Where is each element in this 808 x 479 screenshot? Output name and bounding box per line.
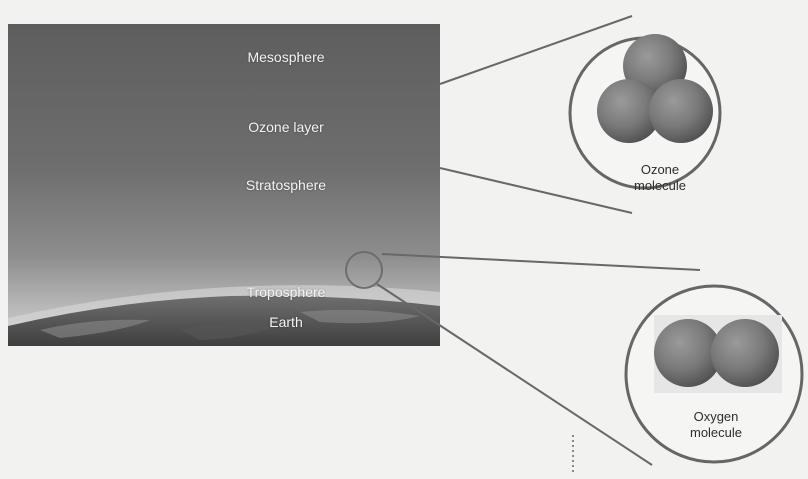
- ozone-atom-right: [649, 79, 713, 143]
- stratosphere-label: Stratosphere: [246, 177, 326, 193]
- ozone-molecule-label: Ozone molecule: [634, 162, 686, 194]
- oxygen-callout-line-bottom: [377, 284, 652, 465]
- atmosphere-photo: [8, 24, 440, 346]
- oxygen-molecule-label: Oxygen molecule: [690, 409, 742, 441]
- ozone-molecule-label-line1: Ozone: [634, 162, 686, 178]
- troposphere-label: Troposphere: [247, 284, 326, 300]
- earth-label: Earth: [269, 314, 302, 330]
- oxygen-atom-right: [711, 319, 779, 387]
- ozone-layer-label: Ozone layer: [248, 119, 323, 135]
- oxygen-molecule-label-line2: molecule: [690, 425, 742, 441]
- ozone-molecule-label-line2: molecule: [634, 178, 686, 194]
- mesosphere-label: Mesosphere: [247, 49, 324, 65]
- oxygen-molecule-label-line1: Oxygen: [690, 409, 742, 425]
